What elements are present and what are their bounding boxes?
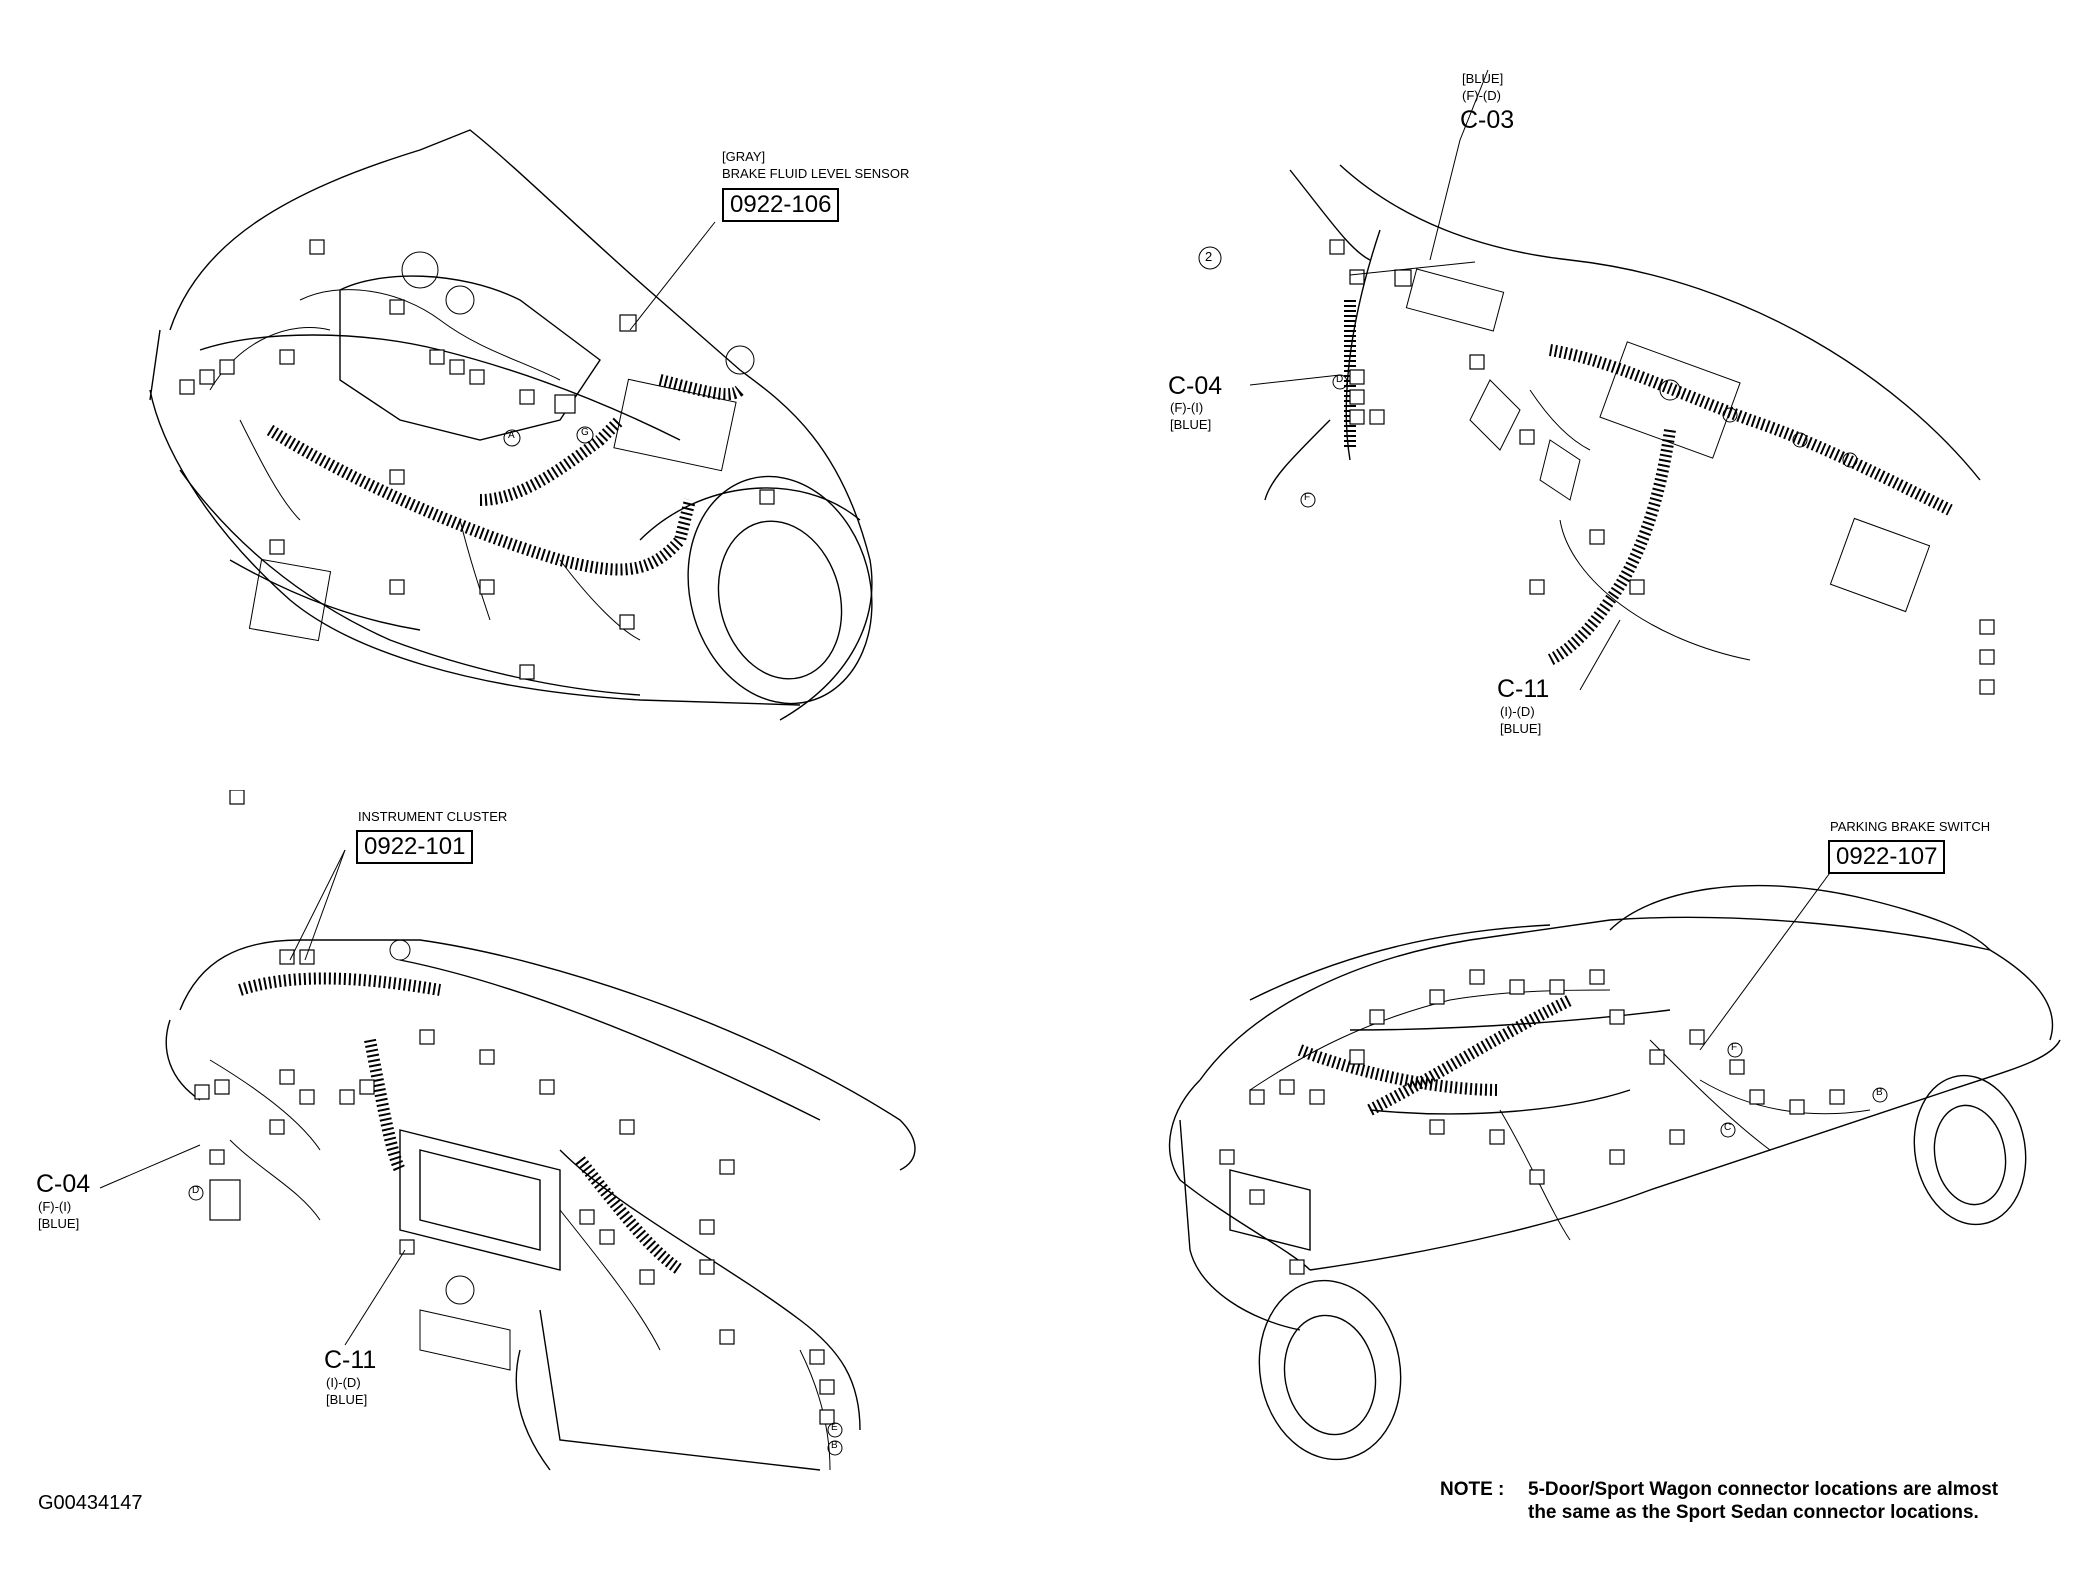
c03-color: [BLUE] bbox=[1462, 71, 1504, 86]
ip-c04-id: C-04 bbox=[36, 1170, 91, 1198]
parking-brake-label: PARKING BRAKE SWITCH bbox=[1830, 819, 1991, 834]
c11-color: [BLUE] bbox=[1500, 721, 1542, 736]
note-prefix: NOTE : bbox=[1440, 1479, 1505, 1500]
ip-marker-e: E bbox=[831, 1422, 838, 1433]
c11-id: C-11 bbox=[1497, 675, 1550, 703]
instrument-cluster-code: 0922-101 bbox=[356, 830, 474, 864]
marker-g: G bbox=[581, 427, 589, 438]
instrument-panel: INSTRUMENT CLUSTER 0922-101 C-04 (F)-(I)… bbox=[0, 790, 1000, 1490]
dash-interior-drawing bbox=[1198, 69, 1995, 695]
ip-c11-color: [BLUE] bbox=[326, 1392, 368, 1407]
c04-color: [BLUE] bbox=[1170, 417, 1212, 432]
ip-c11-id: C-11 bbox=[324, 1346, 377, 1374]
marker-2: 2 bbox=[1205, 249, 1213, 264]
ip-c11-pins: (I)-(D) bbox=[326, 1375, 361, 1390]
ip-marker-d: D bbox=[192, 1185, 200, 1196]
body-drawing bbox=[1168, 869, 2061, 1461]
instrument-panel-drawing bbox=[99, 790, 916, 1471]
brake-fluid-sensor-code: 0922-106 bbox=[722, 188, 840, 222]
note-line-2: the same as the Sport Sedan connector lo… bbox=[1528, 1502, 1979, 1523]
engine-bay-drawing bbox=[149, 129, 873, 721]
marker-d: D bbox=[1336, 374, 1344, 385]
instrument-cluster-label: INSTRUMENT CLUSTER bbox=[358, 809, 508, 824]
marker-f: F bbox=[1304, 492, 1311, 503]
c04-id: C-04 bbox=[1168, 372, 1223, 400]
c03-pins: (F)-(D) bbox=[1462, 88, 1501, 103]
brake-fluid-sensor-label: BRAKE FLUID LEVEL SENSOR bbox=[722, 166, 910, 181]
engine-bay-panel: [GRAY] BRAKE FLUID LEVEL SENSOR 0922-106… bbox=[0, 0, 1000, 760]
brake-fluid-color-tag: [GRAY] bbox=[722, 149, 766, 164]
parking-brake-code: 0922-107 bbox=[1828, 840, 1946, 874]
ip-c04-pins: (F)-(I) bbox=[38, 1199, 72, 1214]
body-marker-f: F bbox=[1731, 1042, 1738, 1053]
c11-pins: (I)-(D) bbox=[1500, 704, 1535, 719]
note-line-1: 5-Door/Sport Wagon connector locations a… bbox=[1528, 1479, 1999, 1500]
ip-marker-b: B bbox=[831, 1440, 838, 1451]
ip-c04-color: [BLUE] bbox=[38, 1216, 80, 1231]
marker-a: A bbox=[508, 430, 515, 441]
body-marker-c: C bbox=[1724, 1122, 1732, 1133]
body-marker-b: B bbox=[1876, 1087, 1883, 1098]
c04-pins: (F)-(I) bbox=[1170, 400, 1204, 415]
c03-id: C-03 bbox=[1460, 106, 1515, 134]
figure-id: G00434147 bbox=[38, 1492, 143, 1514]
body-panel: PARKING BRAKE SWITCH 0922-107 F C B bbox=[1050, 790, 2095, 1490]
dash-interior-panel: [BLUE] (F)-(D) C-03 2 C-04 (F)-(I) [BLUE… bbox=[1050, 0, 2095, 760]
